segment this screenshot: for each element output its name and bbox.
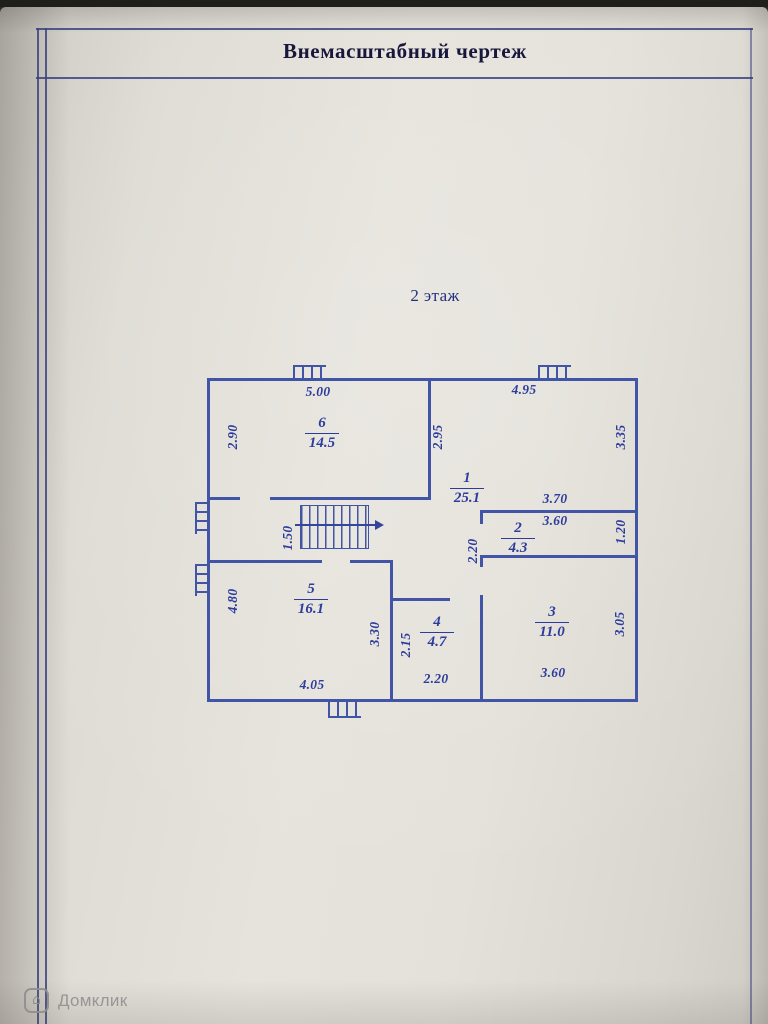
wall <box>270 497 431 500</box>
watermark-text: Домклик <box>58 990 128 1010</box>
room-number: 5 <box>294 581 328 600</box>
frame-line <box>37 28 39 1024</box>
room-area: 14.5 <box>308 434 336 451</box>
wall <box>480 555 483 567</box>
room-label-2: 2 4.3 <box>486 520 550 557</box>
frame-line <box>36 77 753 79</box>
room-area: 11.0 <box>539 623 565 640</box>
room-label-1: 1 25.1 <box>435 470 499 507</box>
room-number: 2 <box>501 520 535 539</box>
frame-line <box>45 28 47 1024</box>
dimension-label: 2.90 <box>225 424 240 450</box>
dimension-label: 2.20 <box>423 671 449 686</box>
dimension-label: 2.95 <box>430 424 445 450</box>
wall <box>210 497 240 500</box>
room-area: 25.1 <box>453 489 481 506</box>
outer-walls <box>207 378 638 702</box>
dimension-label: 4.95 <box>511 382 537 397</box>
shadow-overlay <box>742 7 768 1024</box>
room-label-5: 5 16.1 <box>279 581 343 618</box>
dimension-label: 4.80 <box>225 588 240 614</box>
dimension-label: 3.60 <box>542 513 568 528</box>
dimension-label: 1.50 <box>280 525 295 551</box>
wall <box>390 560 393 699</box>
domclick-logo-icon: ⌂ <box>24 988 49 1013</box>
dimension-label: 2.20 <box>465 538 480 564</box>
room-number: 3 <box>535 604 569 623</box>
wall <box>480 510 483 524</box>
dimension-label: 2.15 <box>398 632 413 658</box>
floor-label: 2 этаж <box>410 286 460 305</box>
wall <box>210 560 322 563</box>
window-symbol <box>195 502 210 534</box>
dimension-label: 4.05 <box>299 677 325 692</box>
wall <box>390 598 450 601</box>
watermark: ⌂ Домклик <box>24 988 127 1013</box>
window-symbol <box>328 702 361 718</box>
window-symbol <box>538 365 571 381</box>
wall <box>428 381 431 500</box>
window-symbol <box>195 564 210 596</box>
frame-line <box>750 28 752 1024</box>
dimension-label: 3.35 <box>613 424 628 450</box>
shadow-overlay <box>0 7 70 1024</box>
dimension-label: 5.00 <box>305 384 331 399</box>
dimension-label: 3.60 <box>540 665 566 680</box>
frame-line <box>36 28 753 30</box>
room-area: 4.3 <box>508 539 528 556</box>
wall <box>480 595 483 699</box>
room-number: 6 <box>305 415 339 434</box>
room-label-6: 6 14.5 <box>290 415 354 452</box>
dimension-label: 3.30 <box>367 621 382 647</box>
window-symbol <box>293 365 326 381</box>
room-area: 16.1 <box>297 600 325 617</box>
room-area: 4.7 <box>427 633 447 650</box>
dimension-label: 1.20 <box>613 519 628 545</box>
floor-plan: 6 14.5 1 25.1 2 4.3 3 11.0 4 4.7 5 16.1 <box>195 352 645 724</box>
document-page: Внемасштабный чертеж 2 этаж <box>0 7 768 1024</box>
wall <box>350 560 393 563</box>
stairs-direction-arrow <box>295 524 375 526</box>
dimension-label: 3.05 <box>612 611 627 637</box>
wall <box>480 555 635 558</box>
room-label-3: 3 11.0 <box>520 604 584 641</box>
drawing-title: Внемасштабный чертеж <box>283 39 527 63</box>
stairs-arrow-head-icon <box>375 520 384 530</box>
dimension-label: 3.70 <box>542 491 568 506</box>
wall <box>480 510 635 513</box>
room-number: 4 <box>420 614 454 633</box>
stairs <box>300 505 369 549</box>
room-number: 1 <box>450 470 484 489</box>
room-label-4: 4 4.7 <box>405 614 469 651</box>
